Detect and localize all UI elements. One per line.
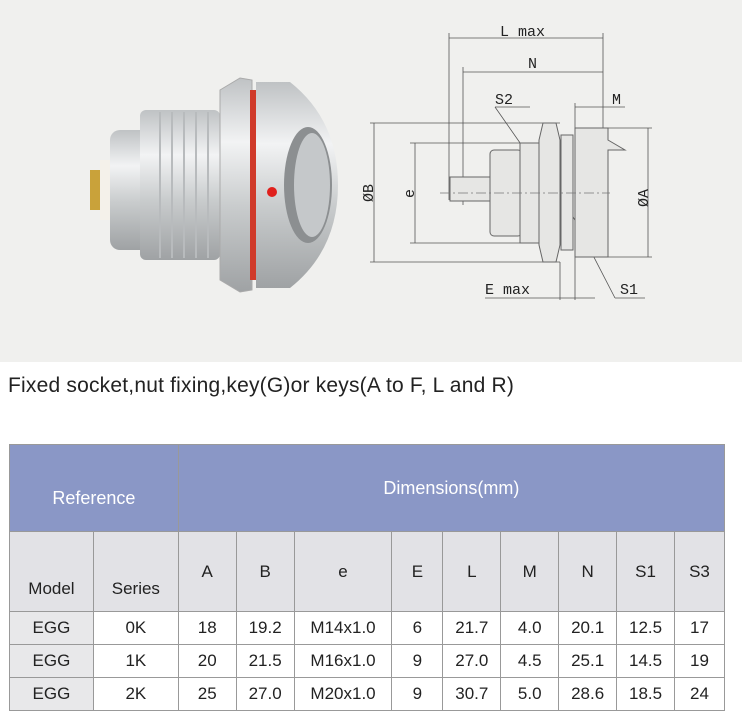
cell: EGG (9, 611, 94, 645)
cell: 21.5 (235, 644, 295, 678)
cell: M16x1.0 (293, 644, 393, 678)
reference-header: Reference (9, 444, 179, 532)
cell: 4.5 (500, 644, 560, 678)
column-header: e (293, 531, 393, 612)
cell: 14.5 (616, 644, 675, 678)
cell: M20x1.0 (293, 677, 393, 711)
label-s2: S2 (495, 92, 513, 109)
column-header: Series (92, 531, 179, 612)
cell: M14x1.0 (293, 611, 393, 645)
cell: 18 (177, 611, 237, 645)
column-header: M (500, 531, 560, 612)
column-header: E (391, 531, 444, 612)
cell: 4.0 (500, 611, 560, 645)
cell: 25.1 (558, 644, 618, 678)
cell: 2K (92, 677, 179, 711)
column-header: L (442, 531, 502, 612)
cell: 21.7 (442, 611, 502, 645)
label-diam-a: ØA (636, 189, 653, 207)
cell: 30.7 (442, 677, 502, 711)
cell: 5.0 (500, 677, 560, 711)
label-s1: S1 (620, 282, 638, 299)
cell: 27.0 (442, 644, 502, 678)
table-row: EGG 2K 25 27.0 M20x1.0 9 30.7 5.0 28.6 1… (9, 677, 725, 711)
column-header: B (235, 531, 295, 612)
cell: 25 (177, 677, 237, 711)
cell: 28.6 (558, 677, 618, 711)
label-e-max: E max (485, 282, 530, 299)
cell: 9 (391, 644, 444, 678)
column-header-row: Model Series A B e E L M N S1 S3 (9, 531, 725, 612)
cell: 20 (177, 644, 237, 678)
cell: 6 (391, 611, 444, 645)
cell: EGG (9, 677, 94, 711)
cell: 0K (92, 611, 179, 645)
table-row: EGG 0K 18 19.2 M14x1.0 6 21.7 4.0 20.1 1… (9, 611, 725, 645)
column-header: N (558, 531, 618, 612)
label-e: e (402, 189, 419, 198)
cell: 27.0 (235, 677, 295, 711)
cell: 18.5 (616, 677, 675, 711)
cell: 19 (674, 644, 725, 678)
dimension-drawing: L max N S2 M ØB e ØA E max S1 (361, 24, 653, 300)
table-row: EGG 1K 20 21.5 M16x1.0 9 27.0 4.5 25.1 1… (9, 644, 725, 678)
cell: 9 (391, 677, 444, 711)
cell: 19.2 (235, 611, 295, 645)
cell: 1K (92, 644, 179, 678)
column-header: A (177, 531, 237, 612)
column-header: Model (9, 531, 94, 612)
product-caption: Fixed socket,nut fixing,key(G)or keys(A … (8, 374, 515, 397)
dimensions-header: Dimensions(mm) (177, 444, 726, 532)
label-l-max: L max (500, 24, 545, 41)
key-dot (267, 187, 277, 197)
cell: 20.1 (558, 611, 618, 645)
group-header-row: Reference Dimensions(mm) (9, 444, 726, 532)
cell: EGG (9, 644, 94, 678)
label-diam-b: ØB (361, 184, 378, 202)
column-header: S3 (674, 531, 725, 612)
dimensions-table: Reference Dimensions(mm) Model Series A … (9, 444, 726, 711)
cell: 17 (674, 611, 725, 645)
column-header: S1 (616, 531, 675, 612)
label-n: N (528, 56, 537, 73)
connector-photo (90, 77, 338, 293)
cell: 24 (674, 677, 725, 711)
cell: 12.5 (616, 611, 675, 645)
product-image-area: L max N S2 M ØB e ØA E max S1 (0, 0, 742, 362)
label-m: M (612, 92, 621, 109)
